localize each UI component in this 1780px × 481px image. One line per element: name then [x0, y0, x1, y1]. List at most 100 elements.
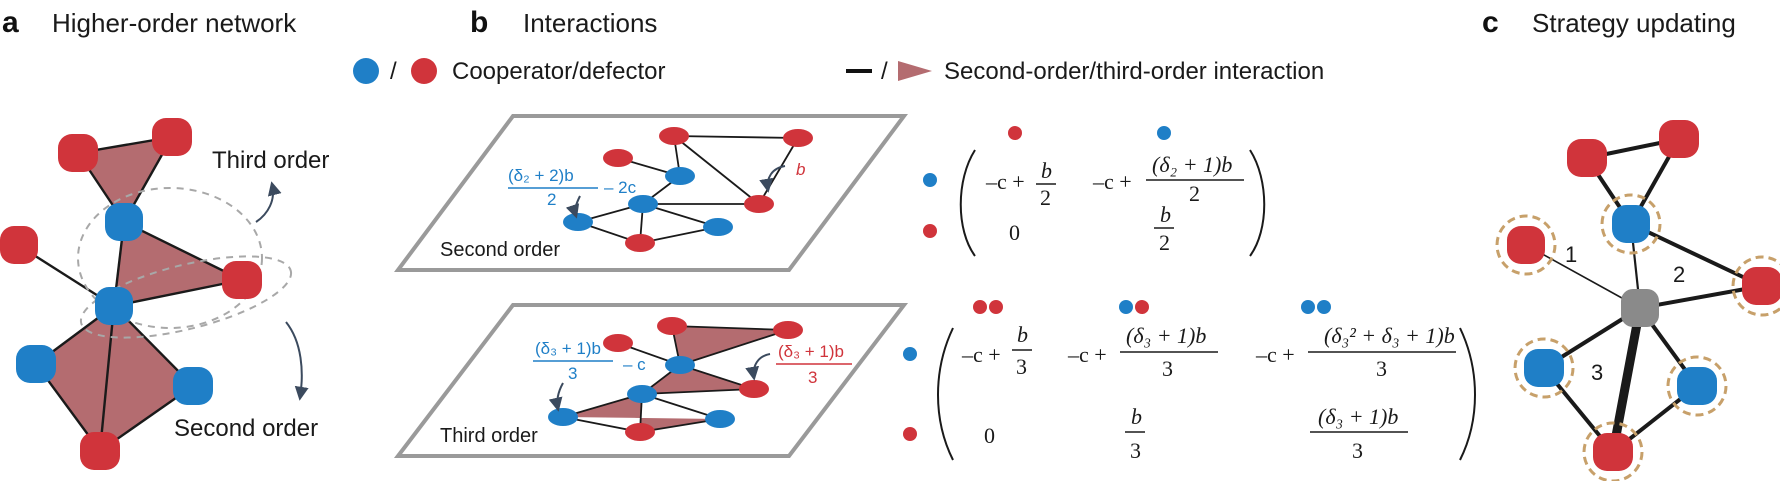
node-defector [783, 129, 813, 147]
panel-c-letter: c [1482, 6, 1499, 39]
matrix-entry: 3 [1130, 438, 1141, 463]
panel-c-nodes [1507, 120, 1780, 471]
node-defector [625, 423, 655, 441]
legend-cooperator-dot [353, 58, 379, 84]
second-order-matrix: –c + b 2 –c + (δ₂ + 1)b 2 0 b 2 [923, 126, 1266, 257]
matrix-right-bracket [1459, 327, 1476, 461]
matrix-entry: 3 [1016, 354, 1027, 379]
third-order-ellipse [77, 187, 263, 329]
node-cooperator [705, 410, 735, 428]
node-cooperator [665, 167, 695, 185]
payoff-blue-denominator: 3 [568, 364, 577, 383]
column-defector-dot [1008, 126, 1022, 140]
node-cooperator [628, 195, 658, 213]
node-cooperator [1612, 205, 1650, 243]
node-defector [1742, 267, 1780, 305]
second-order-label: Second order [174, 415, 318, 442]
matrix-entry: 3 [1376, 356, 1387, 381]
node-defector [0, 226, 38, 264]
payoff-blue-denominator: 2 [547, 190, 556, 209]
panel-b-title: Interactions [523, 8, 657, 38]
legend-third-order-triangle [898, 61, 932, 81]
second-order-plane-label: Second order [440, 239, 560, 261]
panel-a-title: Higher-order network [52, 8, 297, 38]
node-defector [625, 234, 655, 252]
row-cooperator-dot [923, 173, 937, 187]
legend: / Cooperator/defector / Second-order/thi… [353, 58, 1324, 85]
node-defector [222, 261, 262, 299]
node-cooperator [548, 408, 578, 426]
edge-label-2: 2 [1673, 262, 1685, 287]
node-defector [739, 380, 769, 398]
node-defector [773, 321, 803, 339]
third-order-arrow [255, 181, 282, 223]
node-defector [657, 317, 687, 335]
edge-label-3: 3 [1591, 360, 1603, 385]
hyperedge-top [78, 137, 172, 222]
matrix-entry: 3 [1162, 356, 1173, 381]
matrix-left-bracket [959, 149, 976, 257]
second-order-ellipse [79, 255, 293, 339]
third-order-plane: (δ₃ + 1)b 3 – c (δ₃ + 1)b 3 Third order [393, 303, 909, 458]
legend-defector-dot [411, 58, 437, 84]
column-defector-dot [1135, 300, 1149, 314]
matrix-entry: (δ₃² + δ₃ + 1)b [1324, 323, 1455, 348]
column-cooperator-dot [1317, 300, 1331, 314]
node-defector [659, 127, 689, 145]
matrix-entry: b [1041, 158, 1052, 183]
third-order-plane-label: Third order [440, 425, 538, 447]
row-defector-dot [903, 427, 917, 441]
neighbor-highlight-rings [1495, 193, 1780, 481]
column-defector-dot [989, 300, 1003, 314]
hyperedge-bottom [36, 306, 193, 451]
payoff-blue-cost: – c [623, 355, 646, 374]
node-cooperator [703, 218, 733, 236]
node-defector [80, 432, 120, 470]
row-defector-dot [923, 224, 937, 238]
third-order-matrix: –c + b 3 –c + (δ₃ + 1)b 3 –c + (δ₃² + δ₃… [903, 300, 1476, 463]
matrix-entry: 2 [1159, 230, 1170, 255]
payoff-red-numerator: (δ₃ + 1)b [778, 342, 844, 361]
node-defector [1507, 226, 1545, 264]
plane-outline [393, 303, 909, 458]
focal-node [1621, 289, 1659, 327]
node-cooperator [1677, 367, 1717, 405]
column-defector-dot [973, 300, 987, 314]
matrix-entry: b [1131, 404, 1142, 429]
matrix-entry: 2 [1040, 185, 1051, 210]
panel-a: a Higher-order network Third orde [0, 6, 329, 470]
node-defector [58, 134, 98, 172]
panel-c-title: Strategy updating [1532, 8, 1736, 38]
matrix-entry: (δ₂ + 1)b [1152, 152, 1232, 177]
legend-slash: / [390, 58, 397, 85]
node-cooperator [16, 345, 56, 383]
matrix-left-bracket [937, 327, 954, 461]
legend-strategy-text: Cooperator/defector [452, 58, 665, 85]
panel-b: b Interactions / Cooperator/defector / S… [353, 6, 1476, 463]
payoff-blue-cost: – 2c [604, 178, 637, 197]
second-order-arrow [285, 321, 309, 401]
edge-label-1: 1 [1565, 242, 1577, 267]
payoff-red-denominator: 3 [808, 368, 817, 387]
matrix-entry: –c + [961, 342, 1001, 367]
legend-interaction-text: Second-order/third-order interaction [944, 58, 1324, 85]
node-defector [603, 334, 633, 352]
legend-slash: / [881, 58, 888, 85]
matrix-entry: –c + [1092, 169, 1132, 194]
second-order-plane: (δ₂ + 2)b 2 – 2c b Second order [394, 114, 908, 272]
matrix-entry: 0 [984, 423, 995, 448]
matrix-entry: 0 [1009, 220, 1020, 245]
column-cooperator-dot [1301, 300, 1315, 314]
node-defector [1593, 433, 1633, 471]
node-defector [1567, 139, 1607, 177]
node-cooperator [563, 213, 593, 231]
column-cooperator-dot [1157, 126, 1171, 140]
matrix-entry: 2 [1189, 181, 1200, 206]
matrix-entry: –c + [1255, 342, 1295, 367]
node-cooperator [95, 287, 133, 325]
node-cooperator [173, 367, 213, 405]
node-defector [744, 195, 774, 213]
matrix-entry: b [1160, 202, 1171, 227]
payoff-red: b [796, 160, 805, 179]
